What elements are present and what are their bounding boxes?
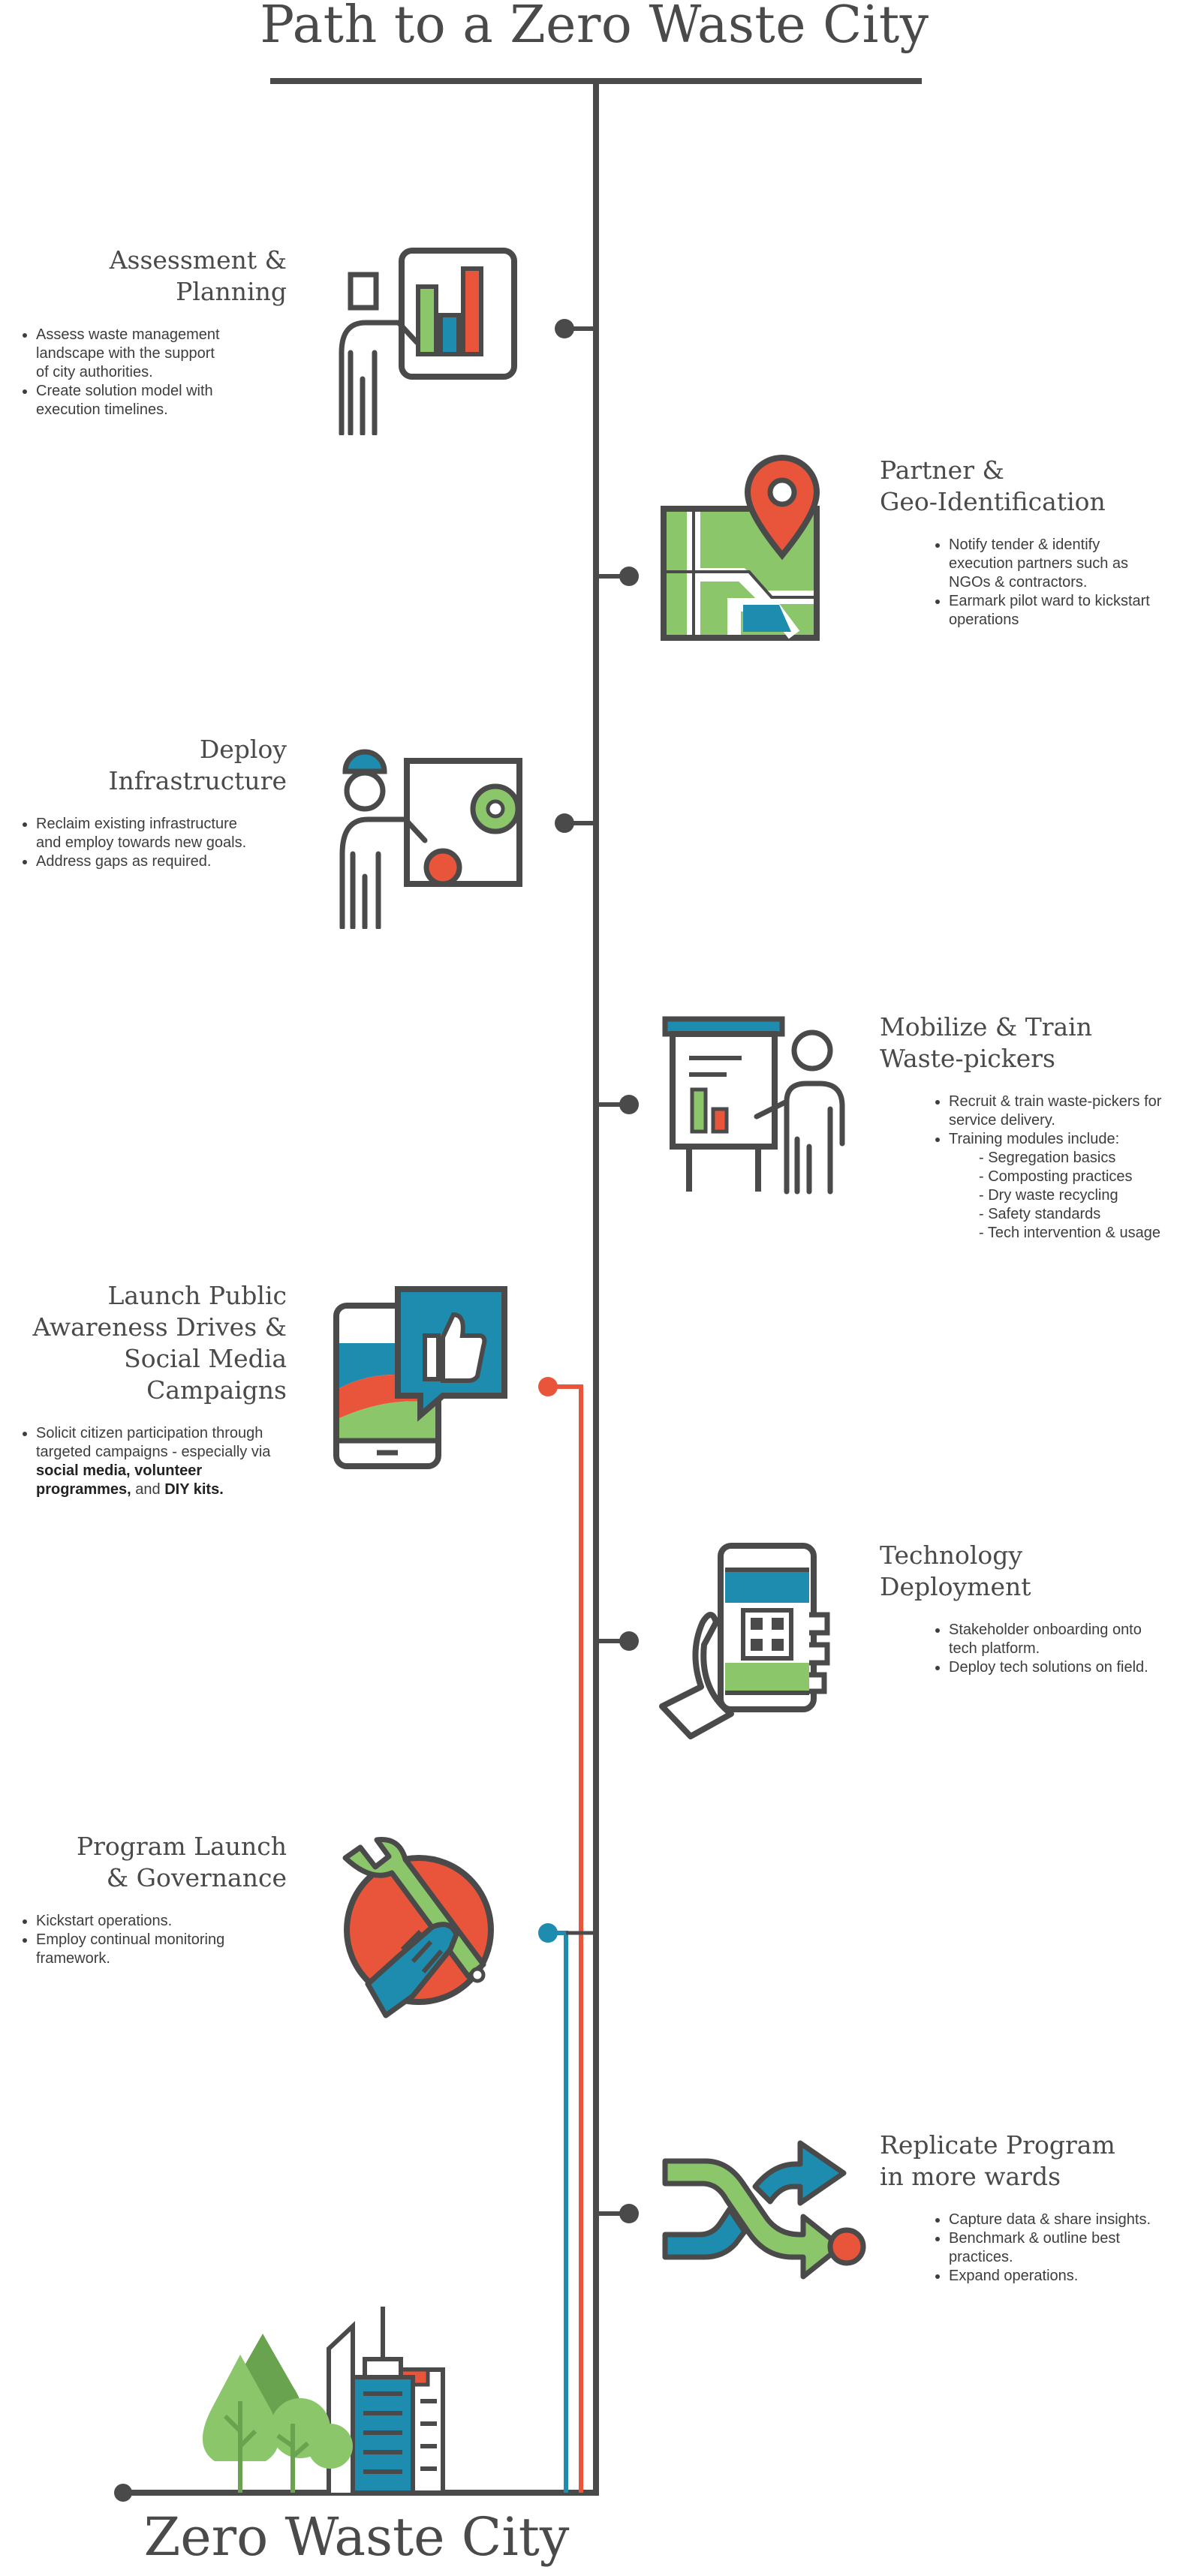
- step-bullets: Assess waste management landscape with t…: [0, 326, 287, 419]
- step-partner: Partner &Geo-Identification Notify tende…: [880, 455, 1180, 630]
- step-title: Assessment &Planning: [109, 245, 287, 306]
- engineer-gears-icon: [339, 749, 522, 929]
- step-marker-infrastructure: [555, 813, 574, 833]
- crossing-arrows-icon: [662, 2140, 866, 2280]
- step-bullets: Reclaim existing infrastructure and empl…: [0, 815, 287, 871]
- step-title: Program Launch& Governance: [76, 1832, 287, 1892]
- step-marker-technology: [619, 1631, 639, 1651]
- step-marker-replicate: [619, 2204, 639, 2223]
- step-bullets: Notify tender & identify execution partn…: [880, 536, 1180, 630]
- step-assessment: Assessment &Planning Assess waste manage…: [0, 245, 287, 419]
- presentation-chart-icon: [339, 248, 517, 435]
- city-skyline-icon: [203, 2307, 445, 2493]
- hand-phone-qr-icon: [659, 1543, 830, 1739]
- step-marker-governance: [538, 1923, 558, 1943]
- step-bullets: Solicit citizen participation through ta…: [0, 1424, 287, 1499]
- footer-title: Zero Waste City: [143, 2506, 570, 2568]
- step-governance: Program Launch& Governance Kickstart ope…: [0, 1831, 287, 1968]
- step-bullets: Recruit & train waste-pickers for servic…: [880, 1093, 1189, 1243]
- timeline-start-dot: [114, 2484, 132, 2502]
- wrench-hand-icon: [342, 1837, 494, 2018]
- step-marker-partner: [619, 567, 639, 586]
- step-bullets: Capture data & share insights. Benchmark…: [880, 2211, 1189, 2286]
- page-title: Path to a Zero Waste City: [260, 0, 929, 55]
- governance-parallel-line: [548, 1931, 568, 2493]
- step-marker-mobilize: [619, 1095, 639, 1114]
- awareness-parallel-line: [548, 1384, 583, 2493]
- step-title: Partner &Geo-Identification: [880, 455, 1106, 516]
- step-bullets: Kickstart operations. Employ continual m…: [0, 1912, 287, 1968]
- step-marker-awareness: [538, 1377, 558, 1396]
- phone-thumbs-up-icon: [333, 1286, 507, 1469]
- map-pin-icon: [661, 455, 820, 641]
- trainer-board-icon: [662, 1016, 845, 1195]
- step-marker-assessment: [555, 319, 574, 338]
- step-bullets: Stakeholder onboarding onto tech platfor…: [880, 1621, 1180, 1677]
